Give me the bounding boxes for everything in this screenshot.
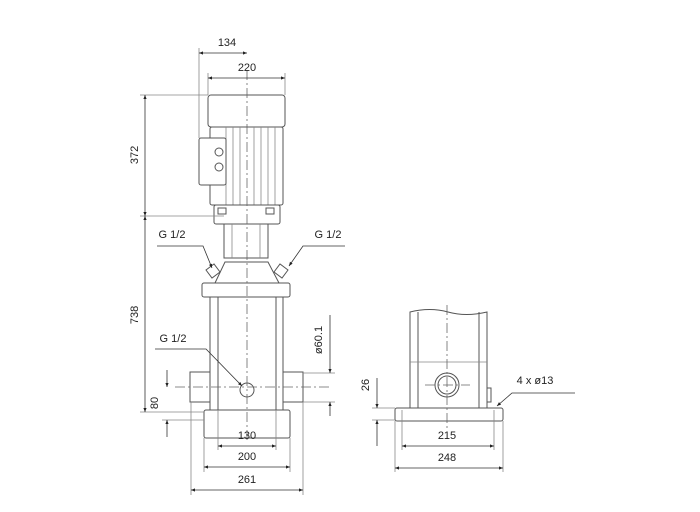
dim-port-diameter: ø60.1: [313, 326, 325, 354]
label-drain: G 1/2: [160, 333, 187, 345]
side-base-plate: [394, 407, 504, 422]
dim-base-thickness: 26: [360, 379, 372, 391]
dim-side-bolt-spacing: 215: [438, 430, 456, 442]
side-view: 26 4 x ø13 215 248: [360, 305, 575, 472]
dim-motor-width: 220: [238, 62, 256, 74]
dim-motor-height: 372: [129, 146, 141, 164]
pump-sleeve: [189, 296, 304, 439]
dim-pump-height: 738: [129, 306, 141, 324]
dim-bolt-spacing: 130: [238, 430, 256, 442]
pump-head: [201, 223, 291, 298]
label-vent-left: G 1/2: [159, 229, 186, 241]
label-mounting-holes: 4 x ø13: [517, 375, 554, 387]
dim-overall-width: 261: [238, 474, 256, 486]
label-vent-right: G 1/2: [315, 229, 342, 241]
motor: [198, 94, 286, 225]
terminal-box: [198, 137, 227, 186]
dim-port-height: 80: [149, 397, 161, 409]
front-view: 134 220 372 738 G 1/2 G 1/2 G 1/2 ø60.1 …: [129, 37, 345, 495]
dim-base-width: 200: [238, 451, 256, 463]
dim-side-base-width: 248: [438, 452, 456, 464]
dim-terminal-offset: 134: [218, 37, 236, 49]
